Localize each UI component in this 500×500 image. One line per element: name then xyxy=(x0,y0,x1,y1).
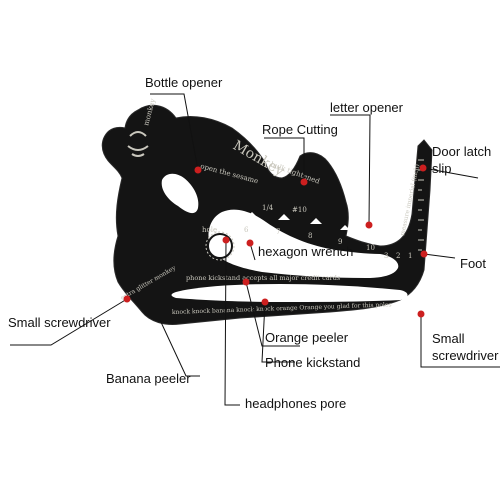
marker-hexagon-wrench xyxy=(246,239,254,247)
label-bottle-opener: Bottle opener xyxy=(145,75,223,90)
leader-foot xyxy=(423,253,456,259)
leader-lines xyxy=(10,93,500,406)
label-small-screwdriver-left: Small screwdriver xyxy=(8,315,111,330)
leader-small-screwdriver-left xyxy=(10,298,128,346)
label-orange-peeler: Orange peeler xyxy=(265,330,349,345)
markers xyxy=(123,164,428,318)
leader-banana-peeler xyxy=(159,319,200,377)
engraving-size-2: 8 xyxy=(308,232,312,240)
marker-foot xyxy=(420,250,428,258)
engraving-size-0: 6 xyxy=(244,226,249,234)
marker-letter-opener xyxy=(365,221,373,229)
marker-bottle-opener xyxy=(194,166,202,174)
engraving-fraction-b: #10 xyxy=(292,206,307,214)
headphones-hole-ring xyxy=(205,231,235,261)
monkey-face-icon xyxy=(127,131,149,157)
engraving-hole: hole xyxy=(202,226,217,234)
engraving-fraction-a: 1/4 xyxy=(262,204,274,212)
label-foot: Foot xyxy=(460,256,487,271)
leader-bottle-opener xyxy=(150,93,199,171)
label-phone-kickstand: Phone kickstand xyxy=(265,355,361,370)
marker-headphones-pore xyxy=(222,236,230,244)
leader-letter-opener xyxy=(330,114,371,226)
leader-headphones-pore xyxy=(224,239,240,406)
engraving-size-1: 7 xyxy=(276,228,280,236)
leader-orange-peeler xyxy=(245,281,300,347)
label-banana-peeler: Banana peeler xyxy=(106,371,191,386)
marker-phone-kickstand xyxy=(261,298,269,306)
label-letter-opener: letter opener xyxy=(330,100,403,115)
bottle-opener-cutout xyxy=(161,173,199,214)
engraving-ruler-1: 2 xyxy=(396,252,400,260)
engraving-kickstand-line: phone kickstand accepts all major credit… xyxy=(186,274,340,282)
engraving-ruler-0: 1 xyxy=(408,252,412,260)
hex-notches xyxy=(246,212,378,236)
marker-small-screwdriver-right xyxy=(417,310,425,318)
leader-small-screwdriver-right xyxy=(420,314,500,368)
marker-rope-cutting xyxy=(300,178,308,186)
marker-orange-peeler xyxy=(242,278,250,286)
label-rope-cutting: Rope Cutting xyxy=(262,122,338,137)
marker-small-screwdriver-left xyxy=(123,295,131,303)
marker-door-latch xyxy=(419,164,427,172)
leader-door-latch xyxy=(422,167,479,179)
label-door-latch-slip: Door latch slip xyxy=(432,144,492,176)
engraving-size-4: 10 xyxy=(366,244,375,252)
label-small-screwdriver-right: Small screwdriver xyxy=(432,331,499,363)
label-headphones-pore: headphones pore xyxy=(245,396,347,411)
leader-phone-kickstand xyxy=(261,301,295,363)
label-hexagon-wrench: hexagon wrench xyxy=(258,244,354,259)
inner-cutout xyxy=(208,209,399,278)
engraving-ruler-2: 3 xyxy=(384,252,388,260)
leader-rope-cutting xyxy=(264,137,305,182)
engraving-size-3: 9 xyxy=(338,238,342,246)
kickstand-slot xyxy=(171,284,408,302)
